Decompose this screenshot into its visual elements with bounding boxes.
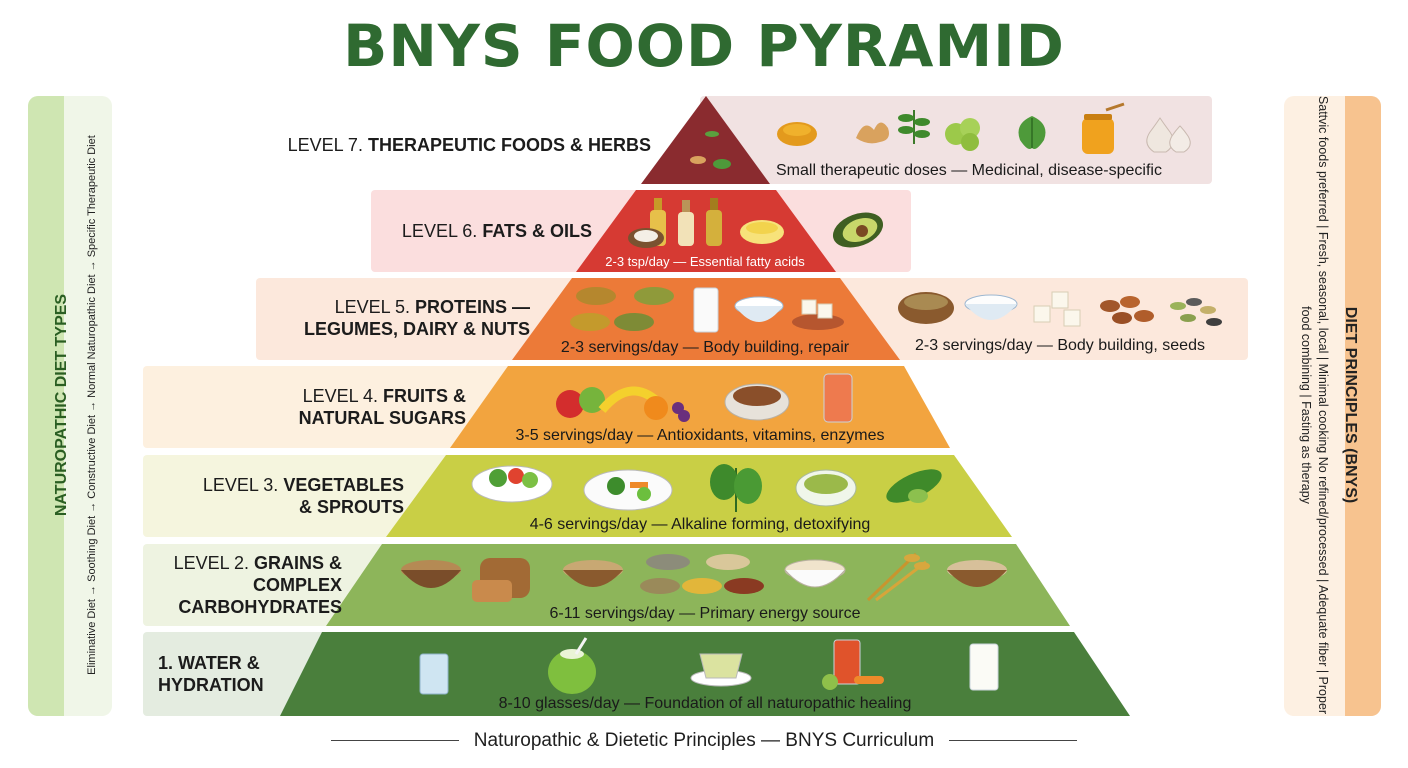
level-4-name-line1: FRUITS & <box>383 386 466 406</box>
level-5-title: LEVEL 5. PROTEINS — LEGUMES, DAIRY & NUT… <box>220 296 530 340</box>
milk-icon <box>693 287 719 333</box>
amla-icon <box>945 118 980 151</box>
level-2-number: LEVEL 2. <box>173 553 249 573</box>
level-5-note: 2-3 servings/day — Body building, repair <box>560 339 850 356</box>
diet-types-tab <box>28 96 64 716</box>
level-2-title: LEVEL 2. GRAINS & COMPLEX CARBOHYDRATES <box>150 552 342 618</box>
level-1-number: 1. <box>158 653 174 673</box>
level-4-name-line2: NATURAL SUGARS <box>298 408 466 428</box>
juice-icon <box>823 373 853 423</box>
rice-icon <box>947 560 1007 587</box>
sprouts-icon <box>795 469 857 507</box>
level-1-name-line2: HYDRATION <box>158 675 264 695</box>
level-3-name-line2: & SPROUTS <box>298 497 404 517</box>
level-5-name-line2: LEGUMES, DAIRY & NUTS <box>303 319 530 339</box>
level-4-note: 3-5 servings/day — Antioxidants, vitamin… <box>515 427 885 444</box>
level-7-number: LEVEL 7. <box>287 135 363 155</box>
turmeric-icon <box>777 122 817 146</box>
level-2-name-line1: GRAINS & <box>253 553 342 573</box>
water-glass-icon <box>419 653 449 695</box>
seeds-mix-icon <box>640 554 764 594</box>
level-6-number: LEVEL 6. <box>401 221 478 241</box>
level-3-title: LEVEL 3. VEGETABLES & SPROUTS <box>150 474 404 518</box>
level-3-number: LEVEL 3. <box>202 475 279 495</box>
level-2-name-line2: COMPLEX <box>252 575 342 595</box>
footer-caption: Naturopathic & Dietetic Principles — BNY… <box>0 730 1408 752</box>
garlic-icon <box>1146 117 1191 153</box>
bread-icon <box>472 558 530 602</box>
level-4-number: LEVEL 4. <box>302 386 378 406</box>
coconut-water-icon <box>548 637 596 694</box>
level-3-name-line1: VEGETABLES <box>283 475 404 495</box>
level-7-note: Small therapeutic doses — Medicinal, dis… <box>776 162 1162 179</box>
avocado-icon <box>832 212 884 248</box>
spinach-icon <box>710 464 762 512</box>
level-1-note: 8-10 glasses/day — Foundation of all nat… <box>498 695 912 712</box>
vegetable-juice-icon <box>822 639 884 690</box>
level-6-title: LEVEL 6. FATS & OILS <box>330 220 592 242</box>
tulsi-icon <box>1018 116 1046 149</box>
seeds-icon <box>1170 298 1222 326</box>
page-title: BNYS FOOD PYRAMID <box>343 12 1065 80</box>
level-7-name: THERAPEUTIC FOODS & HERBS <box>367 135 651 155</box>
level-6-note: 2-3 tsp/day — Essential fatty acids <box>605 254 805 269</box>
level-5-name-line1: PROTEINS — <box>414 297 530 317</box>
nuts-icon <box>898 292 954 324</box>
curd-icon <box>734 296 784 322</box>
wheat-icon <box>866 552 930 602</box>
footer-text: Naturopathic & Dietetic Principles — BNY… <box>473 730 935 751</box>
level-5-number: LEVEL 5. <box>334 297 410 317</box>
diet-principles-panel: DIET PRINCIPLES (BNYS) Sattvic foods pre… <box>1284 96 1381 716</box>
millet-icon <box>563 560 623 587</box>
oats-icon <box>784 559 846 588</box>
dry-fruits-icon <box>724 383 790 421</box>
paneer-icon <box>792 299 844 330</box>
level-5-side-note: 2-3 servings/day — Body building, seeds <box>915 337 1205 354</box>
level-3-note: 4-6 servings/day — Alkaline forming, det… <box>529 516 871 533</box>
salad-icon <box>471 465 553 503</box>
neem-leaves-icon <box>898 110 930 144</box>
grain-bowl-icon <box>401 560 461 588</box>
ghee-icon <box>740 220 784 244</box>
level-7-title: LEVEL 7. THERAPEUTIC FOODS & HERBS <box>200 134 651 156</box>
honey-icon <box>1082 102 1125 154</box>
tofu-icon <box>1033 291 1081 327</box>
footer-rule-left <box>330 740 459 742</box>
pyramid-top-herbs-icon <box>690 131 731 169</box>
vegetable-plate-icon <box>583 469 673 511</box>
almonds-icon <box>1100 296 1154 324</box>
diet-types-panel: NATUROPATHIC DIET TYPES Eliminative Diet… <box>28 96 112 716</box>
coconut-icon <box>628 228 664 248</box>
yogurt-bowl-icon <box>964 294 1018 320</box>
level-1-title: 1. WATER & HYDRATION <box>158 652 286 696</box>
level-4-title: LEVEL 4. FRUITS & NATURAL SUGARS <box>200 385 466 429</box>
diet-principles-tab <box>1345 96 1381 716</box>
ginger-icon <box>856 122 889 144</box>
level-6-name: FATS & OILS <box>482 221 592 241</box>
fruit-basket-icon <box>556 386 690 422</box>
lentils-icon <box>570 287 674 331</box>
level-1-name-line1: WATER & <box>178 653 260 673</box>
buttermilk-icon <box>969 643 999 691</box>
footer-rule-right <box>949 740 1078 742</box>
level-7-tier <box>641 96 770 184</box>
level-2-name-line3: CARBOHYDRATES <box>178 597 342 617</box>
bitter-gourd-icon <box>886 469 942 503</box>
green-tea-icon <box>690 653 752 687</box>
level-2-note: 6-11 servings/day — Primary energy sourc… <box>549 605 861 622</box>
